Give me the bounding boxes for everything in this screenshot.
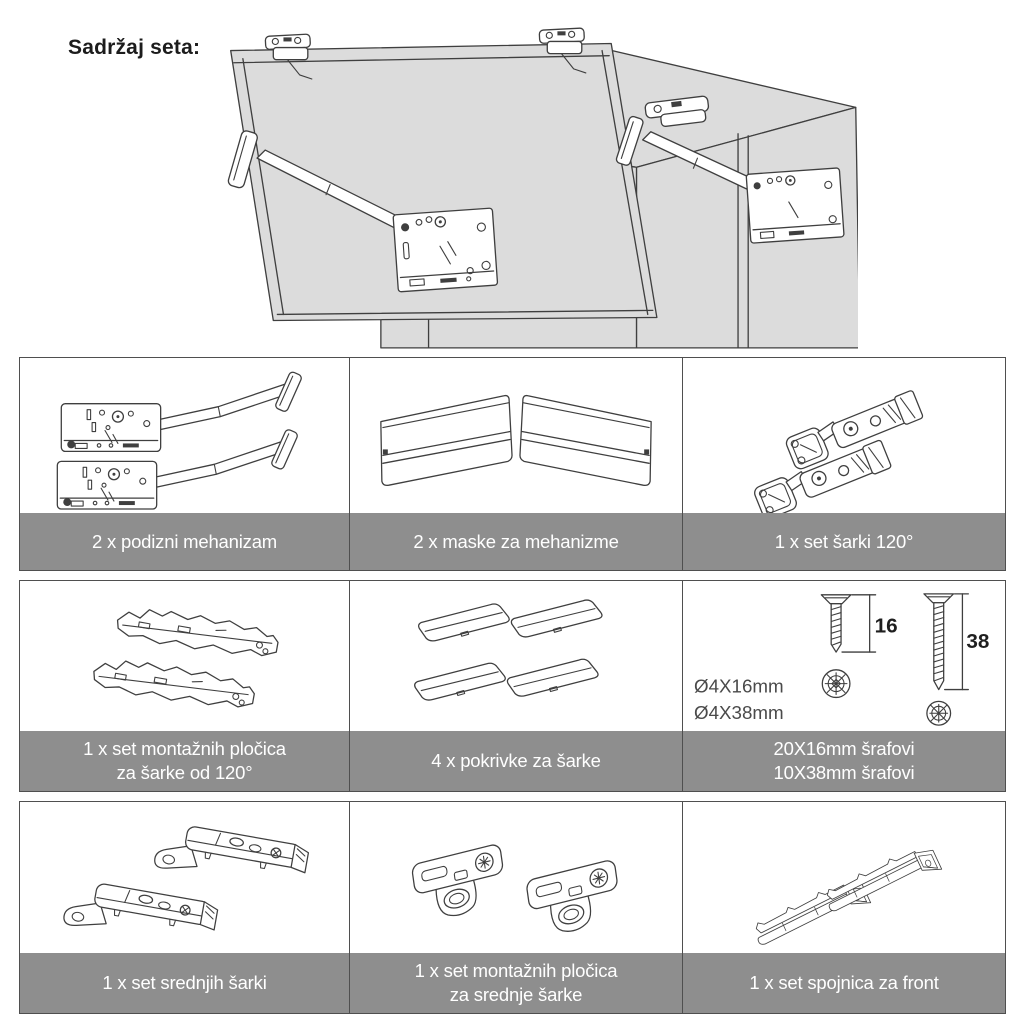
screw-16 <box>820 594 852 653</box>
cross-mounting-plate-icon <box>410 842 623 942</box>
cell-lift-mechanisms: 2 x podizni mehanizam <box>20 358 349 570</box>
cell-front-connectors: 1 x set spojnica za front <box>683 802 1005 1013</box>
screw-38 <box>923 593 955 691</box>
dimension-16: 16 <box>841 594 898 653</box>
caption-line: 2 x maske za mehanizme <box>413 530 619 552</box>
screw-dia-38-label: Ø4X38mm <box>694 702 784 723</box>
caption-line: 4 x pokrivke za šarke <box>431 750 601 771</box>
parts-grid-row-1: 2 x podizni mehanizam 2 <box>19 357 1006 571</box>
screw-dia-16-label: Ø4X16mm <box>694 676 784 697</box>
caption-line: 10X38mm šrafovi <box>773 762 915 783</box>
caption-hinge-covers: 4 x pokrivke za šarke <box>350 731 682 791</box>
cell-middle-mounting-plates: 1 x set montažnih pločica za srednje šar… <box>349 802 683 1013</box>
screws-icon: 16 38 <box>694 593 989 726</box>
parts-grid-row-2: 1 x set montažnih pločica za šarke od 12… <box>19 580 1006 792</box>
left-lift-mechanism <box>227 130 499 293</box>
door-hinge-right <box>538 27 587 74</box>
cell-middle-hinges: 1 x set srednjih šarki <box>20 802 349 1013</box>
screw-length-16-label: 16 <box>875 614 898 637</box>
front-connector-icon <box>750 840 943 953</box>
cell-hinge-covers: 4 x pokrivke za šarke <box>349 581 683 791</box>
caption-middle-mounting-plates: 1 x set montažnih pločica za srednje šar… <box>350 953 682 1013</box>
caption-front-connectors: 1 x set spojnica za front <box>683 953 1005 1013</box>
hinge-cover-cap-icon <box>414 599 603 701</box>
cell-screws: 16 38 <box>683 581 1005 791</box>
pozidriv-head-38 <box>926 700 952 726</box>
open-door-panel <box>230 42 658 322</box>
dimension-38: 38 <box>944 593 989 691</box>
caption-line: za srednje šarke <box>449 984 583 1005</box>
caption-lift-mechanisms: 2 x podizni mehanizam <box>20 513 349 570</box>
cabinet-lift-illustration <box>227 27 858 349</box>
door-hinge-left <box>264 33 313 80</box>
caption-line: 20X16mm šrafovi <box>773 738 915 759</box>
mounting-plate-rail-icon <box>90 601 281 716</box>
cabinet-top-hinge <box>644 95 710 127</box>
caption-line: 1 x set šarki 120° <box>774 530 914 552</box>
cell-hinge-set-120: 1 x set šarki 120° <box>683 358 1005 570</box>
caption-line: za šarke od 120° <box>116 762 253 783</box>
right-lift-mechanism <box>615 115 845 244</box>
caption-line: 1 x set montažnih pločica <box>414 960 618 981</box>
screw-length-38-label: 38 <box>966 630 989 653</box>
page-title: Sadržaj seta: <box>68 36 201 59</box>
pozidriv-head-16 <box>821 669 851 699</box>
cup-hinge-icon <box>751 387 925 513</box>
caption-line: 1 x set srednjih šarki <box>102 972 267 993</box>
caption-hinge-set-120: 1 x set šarki 120° <box>683 513 1005 570</box>
caption-line: 1 x set montažnih pločica <box>83 738 286 759</box>
cell-mechanism-covers: 2 x maske za mehanizme <box>349 358 683 570</box>
caption-mechanism-covers: 2 x maske za mehanizme <box>350 513 682 570</box>
caption-middle-hinges: 1 x set srednjih šarki <box>20 953 349 1013</box>
middle-hinge-icon <box>62 820 311 951</box>
caption-line: 2 x podizni mehanizam <box>91 530 277 552</box>
lift-mechanism-icon <box>56 370 304 510</box>
cell-mounting-plates-120: 1 x set montažnih pločica za šarke od 12… <box>20 581 349 791</box>
caption-screws: 20X16mm šrafovi 10X38mm šrafovi <box>683 731 1005 791</box>
caption-mounting-plates-120: 1 x set montažnih pločica za šarke od 12… <box>20 731 349 791</box>
mechanism-cover-icon <box>380 394 652 486</box>
caption-line: 1 x set spojnica za front <box>749 972 939 993</box>
parts-grid-row-3: 1 x set srednjih šarki <box>19 801 1006 1014</box>
